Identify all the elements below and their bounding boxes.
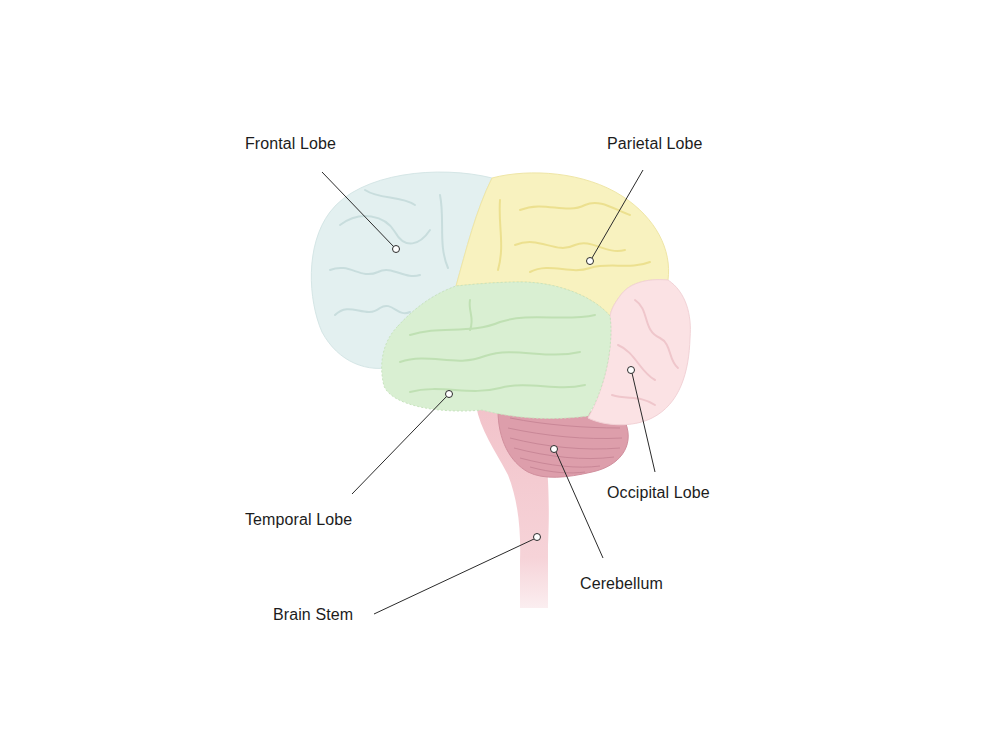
gyrus-line	[618, 345, 655, 380]
gyrus-line	[520, 203, 630, 215]
leader-dot	[393, 246, 400, 253]
gyrus-line	[635, 300, 678, 368]
gyrus-line	[410, 385, 585, 392]
temporal-lobe-shape	[382, 282, 611, 418]
folia-line	[508, 428, 622, 439]
cerebellum-folia	[508, 418, 622, 473]
leader-line	[632, 373, 655, 472]
leader-lines	[322, 170, 655, 614]
temporal-gyri	[400, 300, 595, 392]
leader-dot	[587, 258, 594, 265]
part-label: Brain Stem	[273, 605, 353, 625]
leader-line	[374, 539, 534, 614]
gyrus-line	[335, 306, 410, 315]
parietal-gyri	[498, 200, 650, 272]
leader-line	[592, 170, 643, 258]
gyrus-line	[365, 190, 415, 205]
part-label: Occipital Lobe	[607, 483, 710, 503]
gyrus-line	[340, 216, 430, 243]
gyrus-line	[515, 242, 625, 251]
part-label: Cerebellum	[580, 574, 663, 594]
folia-line	[510, 438, 620, 449]
leader-line	[556, 452, 603, 558]
part-label: Frontal Lobe	[245, 134, 336, 154]
leader-dot	[534, 534, 541, 541]
frontal-gyri	[330, 190, 448, 315]
leader-line	[352, 396, 447, 494]
gyrus-line	[410, 315, 595, 335]
gyrus-line	[440, 195, 448, 268]
temporal-lobe-fill	[382, 282, 611, 418]
folia-line	[530, 467, 585, 473]
gyrus-line	[498, 200, 501, 270]
leader-dot	[628, 367, 635, 374]
leader-dot	[551, 446, 558, 453]
gyrus-line	[330, 268, 420, 276]
leader-line	[322, 172, 394, 247]
gyrus-line	[400, 352, 580, 362]
gyrus-line	[612, 395, 655, 405]
leader-dot	[446, 391, 453, 398]
leader-dots	[393, 246, 635, 541]
folia-line	[520, 458, 600, 467]
folia-line	[514, 448, 614, 459]
part-label: Temporal Lobe	[245, 510, 352, 530]
gyrus-line	[470, 300, 472, 330]
part-label: Parietal Lobe	[607, 134, 703, 154]
occipital-gyri	[612, 300, 678, 405]
